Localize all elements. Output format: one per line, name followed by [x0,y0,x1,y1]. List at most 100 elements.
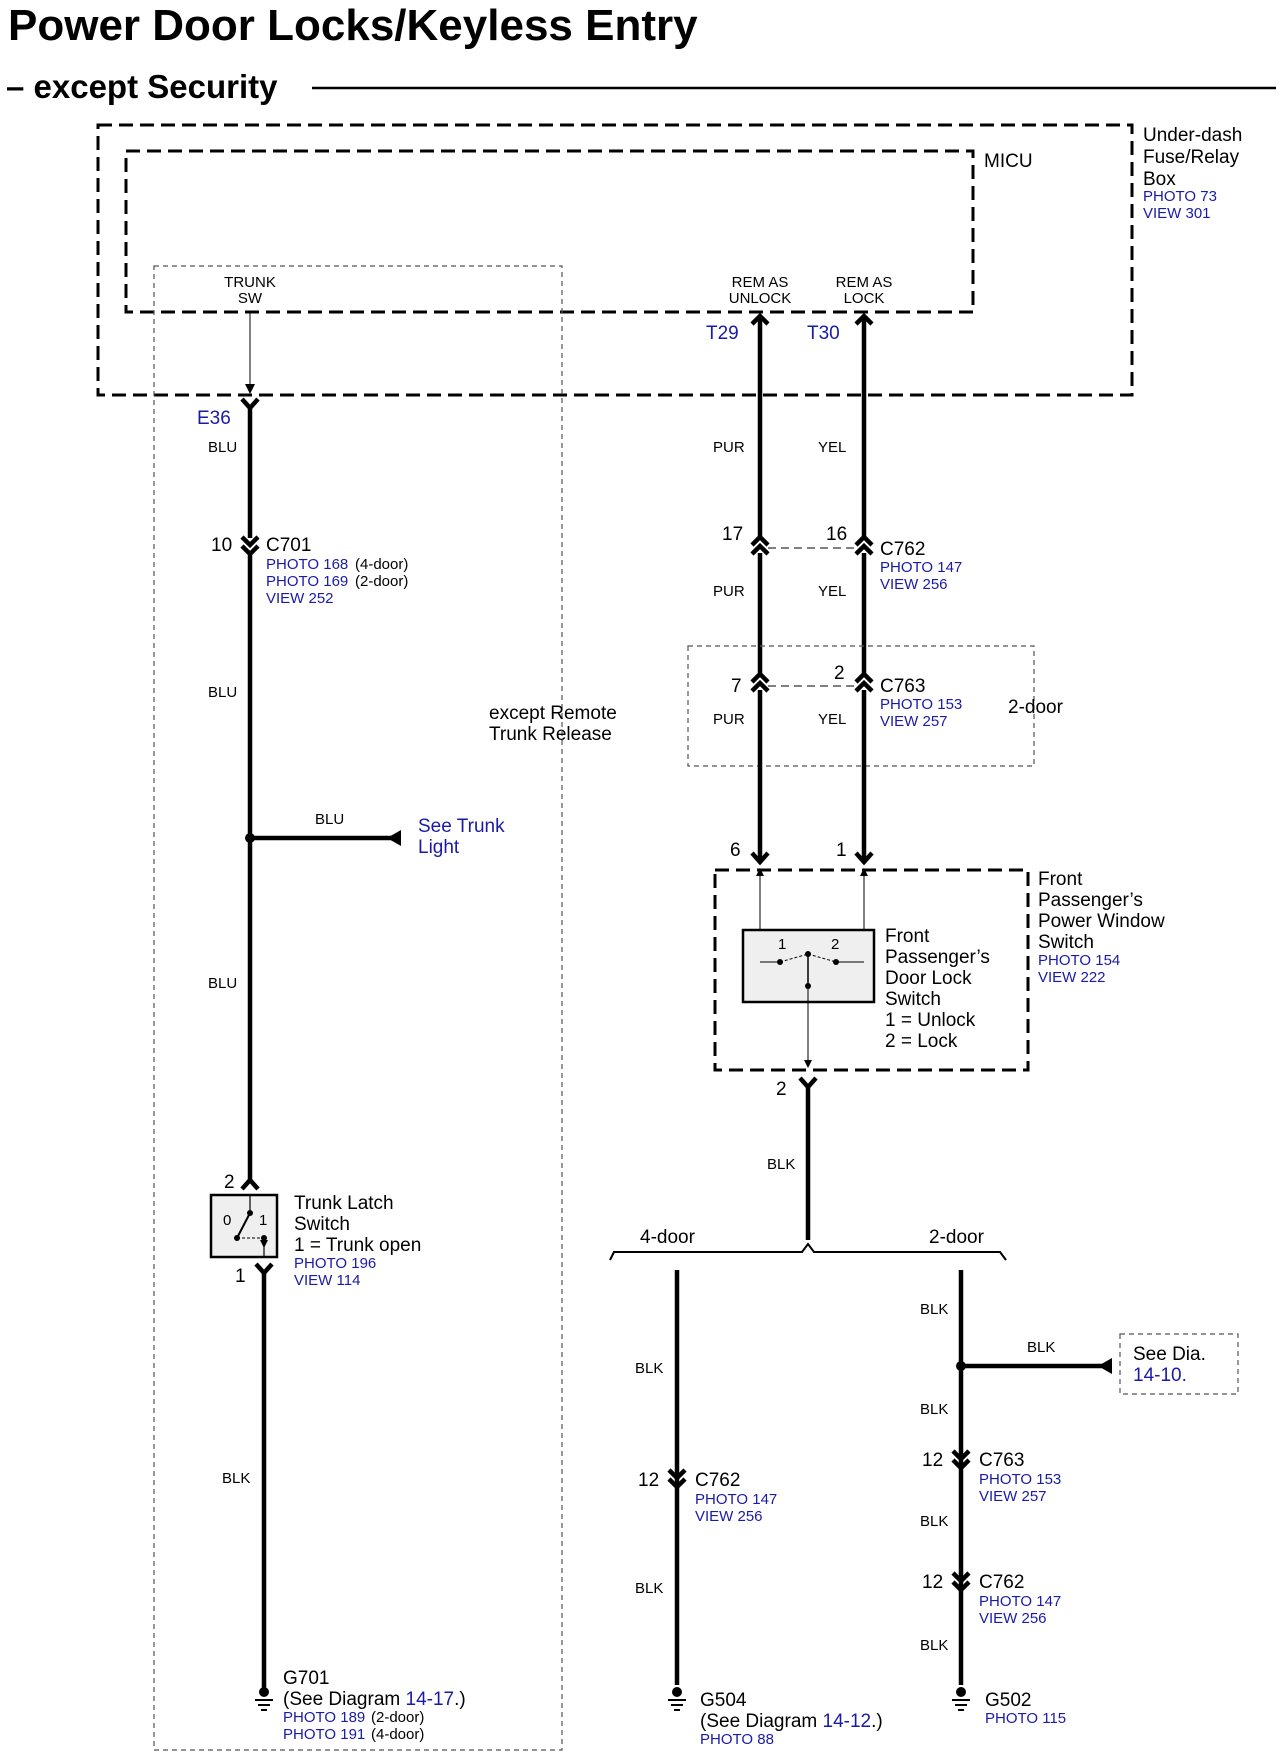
wire-label-pur-2: PUR [713,583,745,600]
door-lock-label-2: Passenger’s [885,947,990,968]
trunk-latch-pin-top: 2 [224,1172,235,1193]
pw-switch-photo[interactable]: PHOTO 154 [1038,952,1120,969]
door-lock-pos-1: 1 [778,936,786,953]
c762-top-connector-right [854,533,874,556]
switch-arrow-right [860,868,868,876]
wire-label-blk-main: BLK [767,1156,795,1173]
trunk-latch-photo[interactable]: PHOTO 196 [294,1255,376,1272]
rem-unlock-label-2: UNLOCK [729,290,792,307]
c701-photo-168-note: (4-door) [355,556,408,573]
trunk-sw-arrow [245,384,255,394]
c701-photo-169[interactable]: PHOTO 169 [266,573,348,590]
g504-ground [672,1687,682,1697]
switch-connector-left [750,851,770,866]
c762-2door-name: C762 [979,1572,1024,1593]
see-trunk-light-1[interactable]: See Trunk [418,816,505,837]
c701-pin: 10 [211,535,232,556]
c701-view[interactable]: VIEW 252 [266,590,334,607]
c763-top-pin-right: 2 [834,663,845,684]
wire-label-pur-3: PUR [713,711,745,728]
page-title: Power Door Locks/Keyless Entry [8,1,698,50]
c762-2door-photo[interactable]: PHOTO 147 [979,1593,1061,1610]
g701-ground [259,1687,269,1697]
g502-photo[interactable]: PHOTO 115 [985,1710,1066,1727]
except-remote-label-2: Trunk Release [489,724,612,745]
wire-label-blk-2door-3: BLK [920,1513,948,1530]
g504-photo[interactable]: PHOTO 88 [700,1731,774,1748]
switch-pin-bottom: 2 [776,1079,787,1100]
g504-see-link[interactable]: 14-12 [823,1711,872,1732]
c763-2door-connector [951,1449,971,1472]
door-lock-pos-2: 2 [831,936,839,953]
t30-connector [854,312,874,326]
switch-arrow-left [756,868,764,876]
trunk-light-arrow [387,830,401,846]
wire-label-blu-trunk-light: BLU [315,811,344,828]
pw-switch-label-4: Switch [1038,932,1094,953]
switch-pin-left: 6 [730,840,741,861]
c763-2door-photo[interactable]: PHOTO 153 [979,1471,1061,1488]
c762-top-pin-right: 16 [826,524,847,545]
c763-2door-view[interactable]: VIEW 257 [979,1488,1047,1505]
under-dash-label-3: Box [1143,169,1176,190]
c763-top-connector-left [750,670,770,693]
c763-2door-box [687,645,1035,767]
g701-see-link[interactable]: 14-17 [406,1689,455,1710]
under-dash-label-1: Under-dash [1143,125,1242,146]
wire-label-blu-3: BLU [208,975,237,992]
c762-4door-view[interactable]: VIEW 256 [695,1508,763,1525]
trunk-latch-arrow [260,1240,268,1248]
c763-top-view[interactable]: VIEW 257 [880,713,948,730]
door-lock-label-6: 2 = Lock [885,1031,958,1052]
c762-top-name: C762 [880,539,925,560]
c763-top-photo[interactable]: PHOTO 153 [880,696,962,713]
c762-top-pin-left: 17 [722,524,743,545]
trunk-latch-switch-box [209,1193,279,1259]
c701-name: C701 [266,535,311,556]
see-trunk-light-2[interactable]: Light [418,837,460,858]
g701-photo-191[interactable]: PHOTO 191 [283,1726,365,1743]
under-dash-label-2: Fuse/Relay [1143,147,1240,168]
wire-label-blk-2door-4: BLK [920,1637,948,1654]
rem-lock-label-1: REM AS [836,274,893,291]
trunk-latch-label-2: Switch [294,1214,350,1235]
g502-ground [956,1687,966,1697]
under-dash-view[interactable]: VIEW 301 [1143,205,1211,222]
c762-4door-name: C762 [695,1470,740,1491]
see-dia-line-2[interactable]: 14-10. [1133,1365,1187,1386]
switch-pin-right: 1 [836,840,847,861]
c763-top-name: C763 [880,676,925,697]
under-dash-photo[interactable]: PHOTO 73 [1143,188,1217,205]
door-lock-label-3: Door Lock [885,968,972,989]
c762-2door-pin: 12 [922,1572,943,1593]
trunk-latch-view[interactable]: VIEW 114 [294,1272,360,1289]
under-dash-box [96,123,1134,397]
trunk-latch-pos-1: 1 [259,1212,267,1229]
wire-label-blk-left: BLK [222,1470,250,1487]
pin-e36: E36 [197,408,231,429]
rem-lock-label-2: LOCK [844,290,885,307]
c763-top-pin-left: 7 [731,676,742,697]
g701-photo-189[interactable]: PHOTO 189 [283,1709,365,1726]
wire-label-yel-1: YEL [818,439,846,456]
pw-switch-label-2: Passenger’s [1038,890,1143,911]
power-window-switch-box [713,868,1030,1072]
c762-2door-view[interactable]: VIEW 256 [979,1610,1047,1627]
c762-4door-photo[interactable]: PHOTO 147 [695,1491,777,1508]
wire-label-blk-4door-2: BLK [635,1580,663,1597]
trunk-sw-label-2: SW [238,290,263,307]
c701-photo-169-note: (2-door) [355,573,408,590]
trunk-latch-label-3: 1 = Trunk open [294,1235,421,1256]
c763-2door-pin: 12 [922,1450,943,1471]
trunk-latch-top-connector [240,1176,260,1191]
g502-name: G502 [985,1690,1031,1711]
c762-top-view[interactable]: VIEW 256 [880,576,948,593]
page-subtitle: – except Security [6,68,278,105]
wire-label-blk-2door-2: BLK [920,1401,948,1418]
c762-4door-connector [667,1468,687,1491]
c701-photo-168[interactable]: PHOTO 168 [266,556,348,573]
pw-switch-view[interactable]: VIEW 222 [1038,969,1106,986]
trunk-latch-blade [236,1212,251,1239]
c762-top-photo[interactable]: PHOTO 147 [880,559,962,576]
